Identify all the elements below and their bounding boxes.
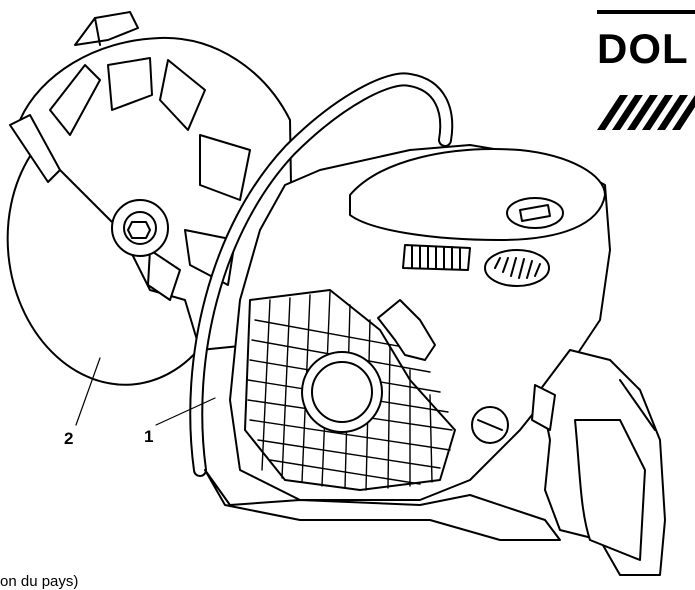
guard-adjust-handle (74, 11, 139, 46)
starter-handle (377, 299, 436, 361)
hatched-stripes-icon (597, 95, 695, 130)
callout-label-2: 2 (64, 429, 74, 448)
cylinder-vent (402, 244, 471, 271)
leader-line-1 (155, 397, 216, 426)
guard-vents (49, 57, 251, 301)
brand-logo-text: DOL (597, 25, 689, 72)
footer-text-fragment: on du pays) (0, 573, 79, 590)
callout-label-1: 1 (144, 427, 154, 446)
rear-vent (484, 249, 550, 287)
leader-line-2 (75, 357, 101, 426)
base-foot (204, 469, 561, 541)
brand-logo (597, 10, 695, 130)
